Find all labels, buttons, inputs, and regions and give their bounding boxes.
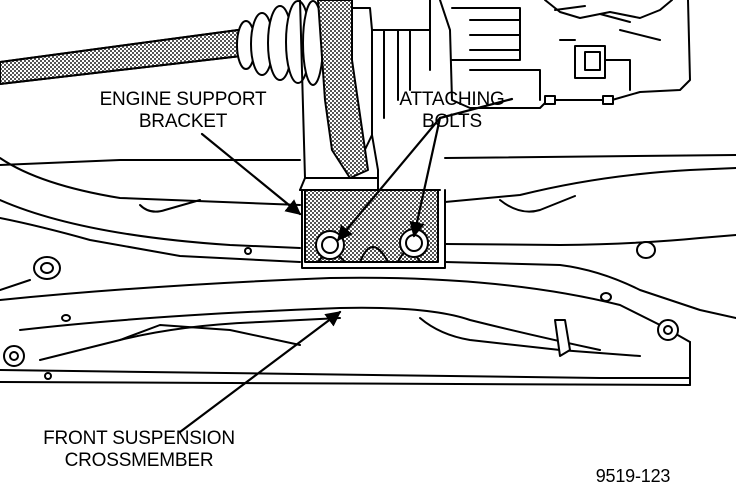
front-suspension-crossmember — [0, 154, 736, 386]
attaching-bolts-label-line1: ATTACHING — [399, 89, 505, 110]
engine-support-bracket-label: ENGINE SUPPORT BRACKET — [88, 89, 278, 133]
leader-lines — [178, 97, 514, 434]
cv-boot — [236, 0, 324, 86]
front-suspension-crossmember-label: FRONT SUSPENSION CROSSMEMBER — [30, 428, 248, 472]
frame-holes — [3, 241, 679, 380]
front-suspension-crossmember-label-line1: FRONT SUSPENSION — [43, 428, 235, 449]
front-suspension-crossmember-label-line2: CROSSMEMBER — [64, 450, 214, 471]
attaching-bolt-left — [315, 230, 345, 260]
drive-shaft — [0, 29, 251, 85]
figure-id: 9519-123 — [595, 466, 671, 486]
engine-support-bracket-label-line2: BRACKET — [138, 111, 228, 132]
attaching-bolts-label-line2: BOLTS — [422, 111, 482, 132]
attaching-bolts-label: ATTACHING BOLTS — [388, 89, 516, 133]
engine-housing — [321, 0, 691, 161]
engine-support-bracket-label-line1: ENGINE SUPPORT — [99, 89, 267, 110]
